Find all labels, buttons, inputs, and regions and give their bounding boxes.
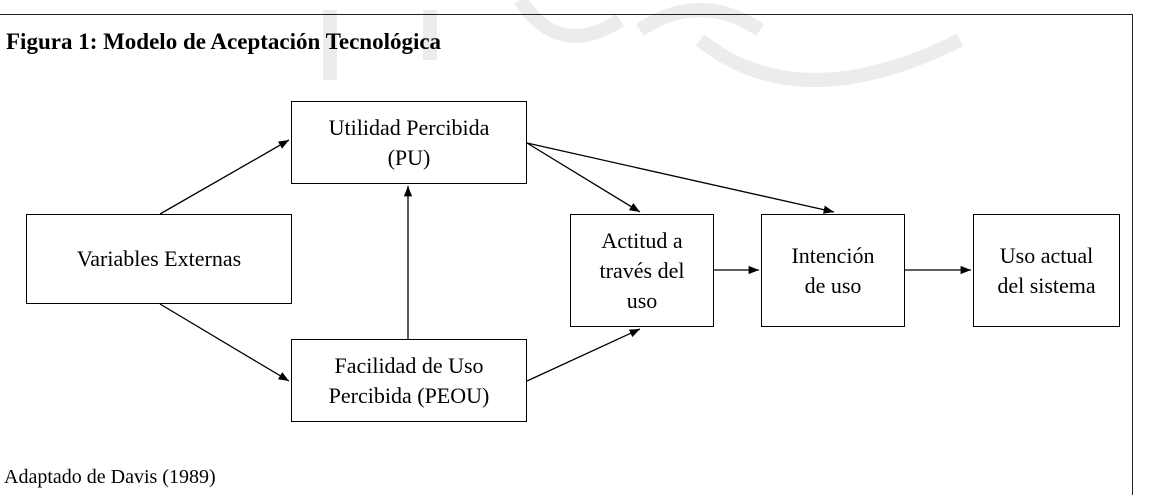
node-variables-externas: Variables Externas: [26, 214, 292, 304]
node-label-line: del sistema: [997, 272, 1096, 298]
node-actitud: Actitud a través del uso: [570, 214, 714, 327]
node-label-line: Percibida (PEOU): [328, 382, 490, 408]
node-utilidad-percibida: Utilidad Percibida (PU): [291, 101, 527, 184]
arrow-pu-to-actitud: [526, 142, 641, 213]
node-label-line: de uso: [804, 272, 862, 298]
node-label-line: (PU): [387, 144, 431, 170]
arrow-external-to-pu: [159, 139, 290, 215]
figure-frame: [0, 14, 1133, 495]
node-label-line: Variables Externas: [76, 246, 242, 271]
node-label-line: Uso actual: [999, 242, 1094, 268]
node-label-line: Actitud a: [601, 227, 683, 253]
arrow-external-to-peou: [159, 303, 290, 382]
node-label-line: Utilidad Percibida: [328, 114, 490, 140]
node-uso-actual: Uso actual del sistema: [973, 214, 1120, 327]
node-label-line: uso: [626, 287, 658, 313]
arrow-peou-to-actitud: [526, 328, 641, 382]
node-label-line: través del: [599, 257, 685, 283]
node-label-line: Facilidad de Uso: [334, 352, 484, 378]
node-intencion-de-uso: Intención de uso: [761, 214, 905, 327]
source-note: Adaptado de Davis (1989): [4, 466, 216, 488]
node-label-line: Intención: [791, 242, 875, 268]
arrow-pu-to-intencion: [526, 142, 835, 214]
figure-title: Figura 1: Modelo de Aceptación Tecnológi…: [6, 29, 442, 54]
node-facilidad-de-uso: Facilidad de Uso Percibida (PEOU): [291, 339, 527, 422]
